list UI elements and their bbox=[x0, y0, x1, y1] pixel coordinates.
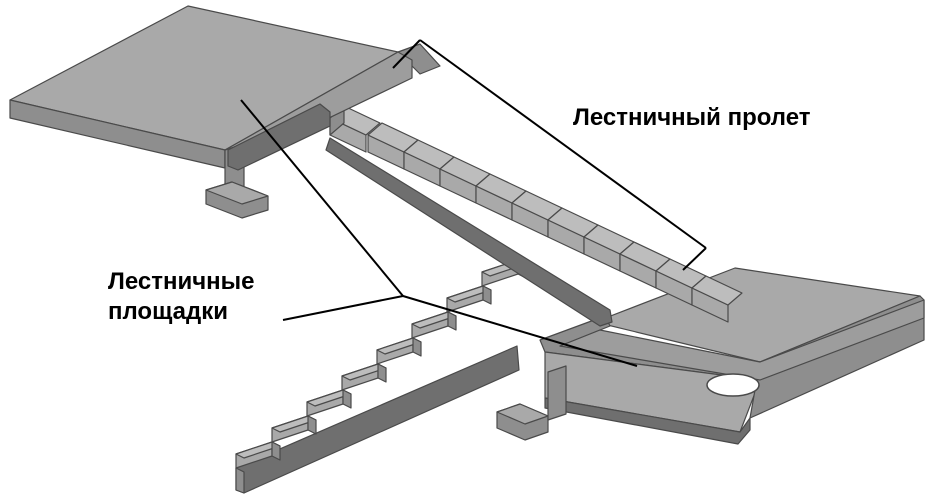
bottom-landing-slab bbox=[559, 299, 925, 381]
lower-riser-3 bbox=[342, 389, 352, 409]
opening-hole bbox=[706, 373, 760, 397]
flight-bracket-bottom bbox=[682, 247, 707, 271]
bottom-landing-front-edge bbox=[544, 397, 751, 445]
label-landings-line1: Лестничные bbox=[108, 268, 255, 295]
top-support-block-top bbox=[205, 181, 269, 205]
lower-stair-flight bbox=[235, 259, 549, 494]
landings-leader-tail bbox=[282, 295, 404, 321]
flight-bracket-diagonal bbox=[419, 39, 707, 249]
leader-lines bbox=[240, 39, 707, 367]
top-landing-ledge bbox=[227, 103, 331, 171]
flight-bracket-top bbox=[392, 39, 421, 69]
lower-riser-1 bbox=[271, 441, 281, 461]
top-landing bbox=[9, 5, 413, 219]
lower-riser-2 bbox=[307, 415, 317, 435]
landings-leader-top bbox=[240, 99, 404, 297]
lower-riser-4 bbox=[377, 363, 387, 383]
upper-tread-11 bbox=[691, 275, 743, 306]
bottom-landing-beam bbox=[547, 365, 567, 421]
label-stair-landings: Лестничные площадки bbox=[108, 267, 255, 327]
label-stair-flight: Лестничный пролет bbox=[573, 104, 811, 131]
lower-flight-end bbox=[235, 467, 245, 494]
lower-riser-5 bbox=[412, 337, 422, 357]
label-landings-line2: площадки bbox=[108, 298, 228, 325]
lower-riser-6 bbox=[447, 311, 457, 331]
upper-flight-underside bbox=[325, 137, 613, 327]
landings-leader-bottom bbox=[402, 295, 638, 367]
lower-riser-7 bbox=[482, 285, 492, 305]
